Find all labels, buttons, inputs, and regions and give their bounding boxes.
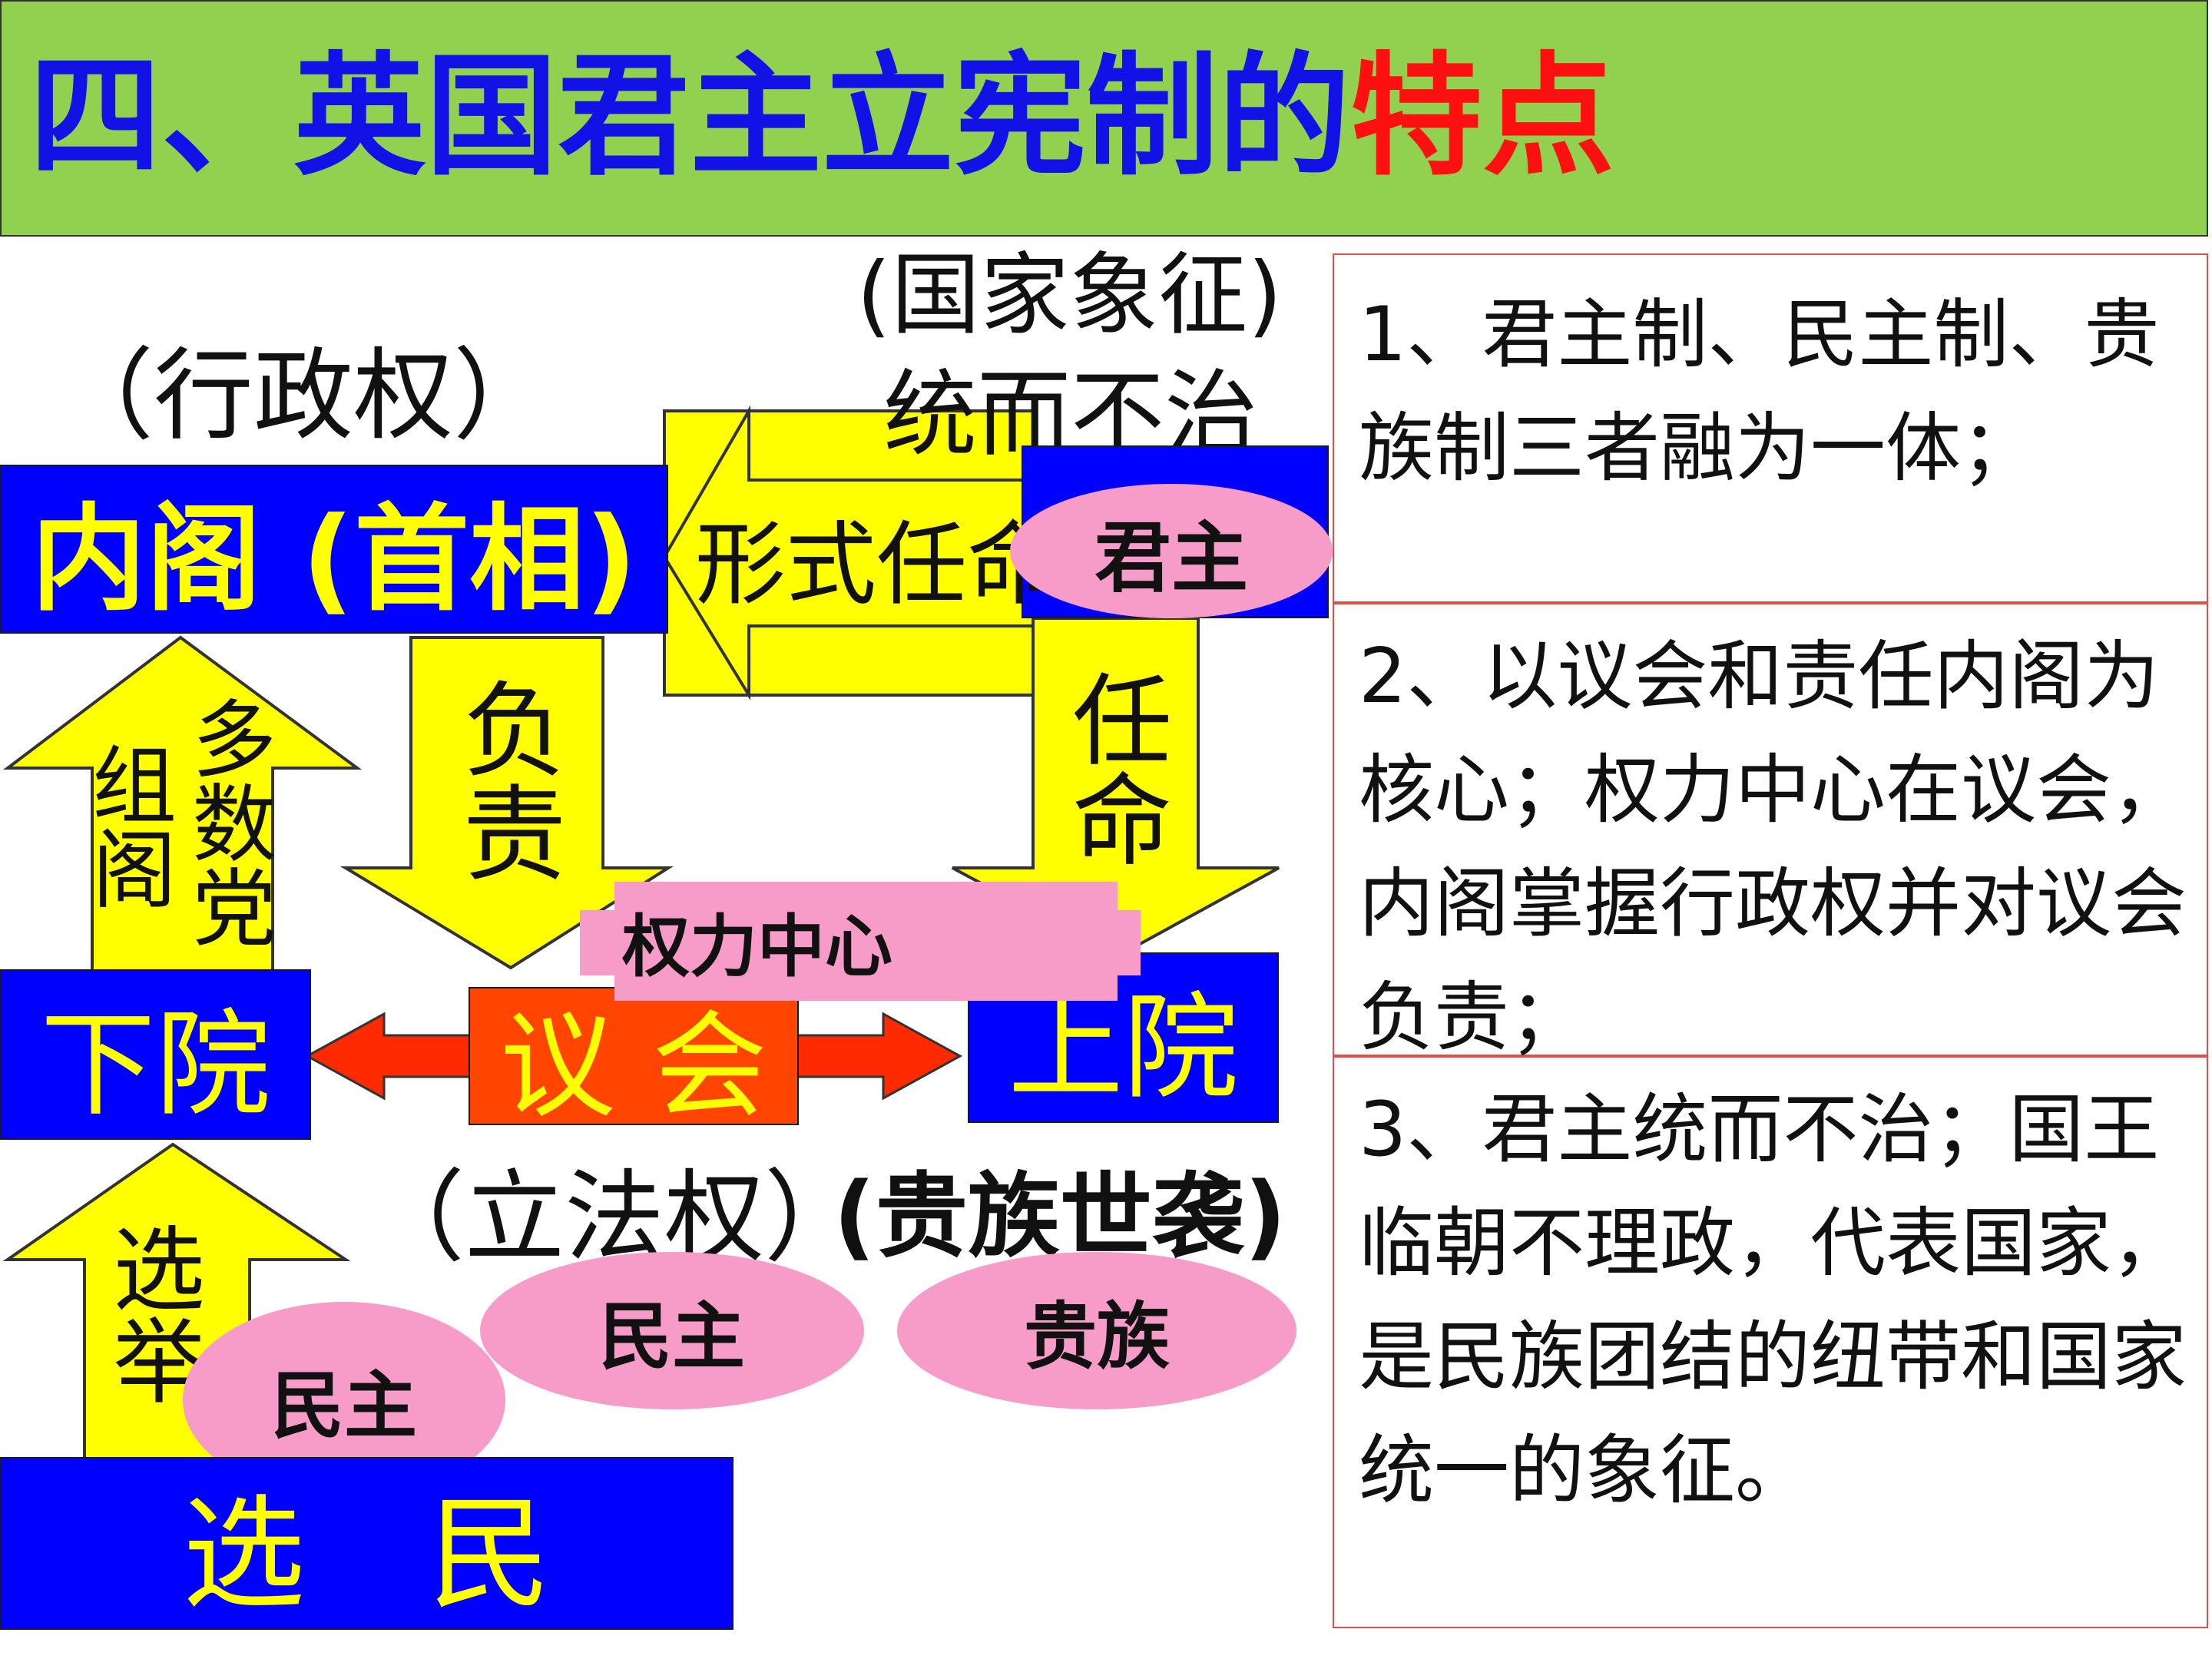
parliament-box: 议 会 [469, 987, 799, 1134]
cabinet-box: 内阁 (首相) [0, 465, 668, 634]
title-main: 四、英国君主立宪制的 [29, 39, 1350, 194]
point-panel-1: 1、君主制、民主制、贵族制三者融为一体； [1333, 253, 2208, 603]
slide-title: 四、英国君主立宪制的特点 [29, 40, 1614, 194]
appoint-label: 任命 [1055, 668, 1172, 868]
aristocracy-oval: 贵族 [897, 1252, 1296, 1409]
majority-party-label: 多数党 [177, 695, 276, 949]
point-panel-3: 3、君主统而不治；国王临朝不理政，代表国家，是民族团结的纽带和国家统一的象征。 [1333, 1056, 2208, 1628]
point-1-text: 1、君主制、民主制、贵族制三者融为一体； [1359, 291, 2160, 492]
arrow-form-cabinet [3, 635, 363, 973]
title-highlight: 特点 [1350, 39, 1614, 194]
point-2-text: 2、以议会和责任内阁为核心；权力中心在议会，内阁掌握行政权并对议会负责； [1359, 633, 2187, 1061]
election-label: 选举 [97, 1221, 204, 1406]
monarch-oval: 君主 [1010, 484, 1333, 618]
monarch-caption-symbol: (国家象征) [856, 243, 1283, 347]
lower-house-box: 下院 [0, 969, 311, 1140]
arrow-appoint [952, 617, 1280, 959]
executive-caption: （行政权） [54, 337, 554, 454]
formal-appointment-label: 形式任命 [695, 512, 1058, 618]
point-3-text: 3、君主统而不治；国王临朝不理政，代表国家，是民族团结的纽带和国家统一的象征。 [1359, 1086, 2187, 1515]
title-bar [0, 0, 2208, 237]
power-center-label: 权力中心 [614, 882, 1118, 1001]
point-panel-2: 2、以议会和责任内阁为核心；权力中心在议会，内阁掌握行政权并对议会负责； [1333, 603, 2208, 1061]
voters-box: 选 民 [0, 1457, 733, 1630]
democracy-oval-parliament: 民主 [480, 1252, 864, 1409]
form-cabinet-label: 组阁 [78, 741, 176, 910]
responsible-label: 负责 [445, 676, 565, 883]
